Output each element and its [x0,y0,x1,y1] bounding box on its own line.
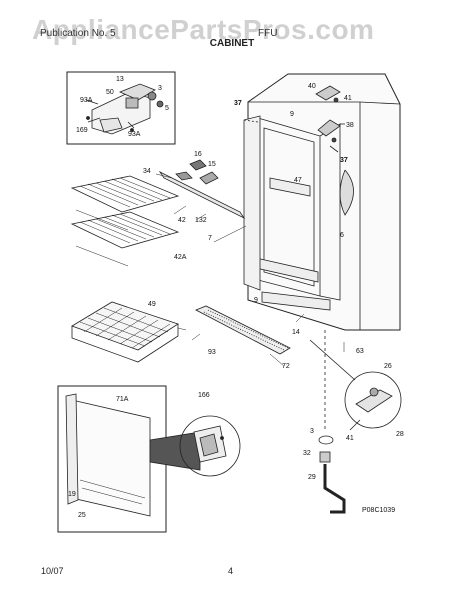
callout-37-lower: 37 [340,157,348,164]
callout-93: 93 [208,349,216,356]
cabinet-body [243,73,401,331]
callout-40: 40 [308,83,316,90]
callout-169: 169 [76,127,88,134]
figure-id: P08C1039 [362,507,395,514]
callout-93a-lower: 93A [128,131,141,138]
watermark: AppliancePartsPros.com [32,14,375,45]
callout-42a: 42A [174,254,187,261]
drain-tube [318,330,346,514]
callout-50: 50 [106,89,114,96]
callout-26: 26 [384,363,392,370]
callout-42: 42 [178,217,186,224]
callout-3a: 3 [158,85,162,92]
callout-28: 28 [396,431,404,438]
callout-72: 72 [282,363,290,370]
callout-7: 7 [208,235,212,242]
callout-5: 5 [165,105,169,112]
callout-132: 132 [195,217,207,224]
callout-63: 63 [356,348,364,355]
footer-date: 10/07 [41,566,64,576]
footer-page: 4 [228,566,234,576]
callout-9-lower: 9 [254,297,258,304]
callout-37-upper: 37 [234,100,242,107]
callout-15: 15 [208,161,216,168]
section-title: CABINET [209,38,255,49]
callout-19: 19 [68,491,76,498]
callout-14: 14 [292,329,300,336]
shelf-rail [158,159,246,220]
callout-71a: 71A [116,396,129,403]
control-inset [179,415,241,477]
callout-13: 13 [116,76,124,83]
header-model: FFU [258,28,278,39]
callout-41-top: 41 [344,95,352,102]
leg-detail [309,339,402,431]
callout-34: 34 [143,168,151,175]
switch-inset [66,71,176,145]
callout-25: 25 [78,512,86,519]
callout-9-upper: 9 [290,111,294,118]
callout-29: 29 [308,474,316,481]
callout-32: 32 [303,450,311,457]
callout-6: 6 [340,232,344,239]
basket [71,301,179,363]
callout-93a-upper: 93A [80,97,93,104]
callout-38: 38 [346,122,354,129]
header-publication: Publication No. 5 [40,28,116,39]
leader-lines [155,173,345,367]
hinge-parts [243,85,341,153]
grille [195,305,291,355]
callout-41-bottom: 41 [346,435,354,442]
panel-inset [57,385,201,533]
callout-16: 16 [194,151,202,158]
callout-49: 49 [148,301,156,308]
callout-47: 47 [294,177,302,184]
callout-3: 3 [310,428,314,435]
wire-shelves [70,175,180,267]
callout-labels: 13 50 93A 3 5 169 93A 40 41 37 9 38 37 1… [68,76,404,519]
callout-166: 166 [198,392,210,399]
